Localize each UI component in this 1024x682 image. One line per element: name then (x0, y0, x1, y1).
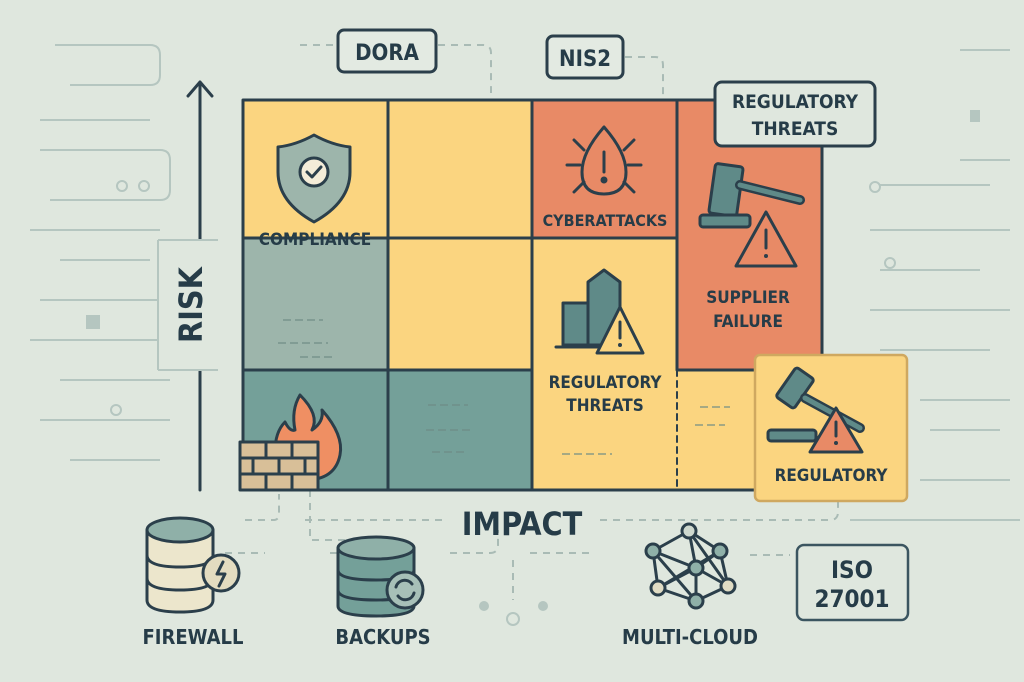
gavel-icon (698, 162, 805, 229)
iso-27001-tag: ISO 27001 (795, 543, 910, 622)
risk-axis-label: RISK (172, 265, 210, 343)
regulatory-threats-top-line2: THREATS (752, 118, 839, 140)
shield-check-icon (276, 133, 352, 224)
firewall-database-icon (145, 516, 241, 614)
supplier-failure-line2: FAILURE (713, 312, 783, 332)
backups-database-icon (336, 535, 425, 618)
cell-r3c2 (388, 370, 532, 490)
impact-axis-label: IMPACT (462, 505, 583, 543)
building-alert-icon (554, 268, 645, 355)
nis2-label: NIS2 (559, 47, 611, 72)
dora-tag: DORA (336, 28, 438, 74)
dora-label: DORA (355, 41, 420, 66)
multicloud-label: MULTI-CLOUD (622, 625, 758, 649)
risk-matrix: COMPLIANCE CYBERATTACKS SUPPLIER FAILURE (238, 98, 824, 492)
iso-line2: 27001 (814, 585, 889, 613)
iso-line1: ISO (831, 556, 873, 584)
network-icon (644, 522, 737, 610)
regulatory-threats-mid-line1: REGULATORY (549, 373, 663, 393)
cell-r2c1 (243, 238, 388, 370)
backups-label: BACKUPS (335, 625, 430, 649)
compliance-label: COMPLIANCE (259, 230, 371, 250)
regulatory-threats-mid-line2: THREATS (566, 396, 643, 416)
nis2-tag: NIS2 (545, 34, 625, 80)
cyberattacks-label: CYBERATTACKS (543, 211, 668, 230)
risk-axis: RISK (157, 80, 220, 492)
supplier-failure-line1: SUPPLIER (706, 288, 790, 308)
firewall-label: FIREWALL (143, 625, 244, 649)
bug-alert-icon (565, 125, 643, 196)
regulatory-threats-top-line1: REGULATORY (732, 91, 859, 113)
regulatory-threats-card: REGULATORY THREATS (713, 80, 877, 148)
regulatory-label: REGULATORY (775, 466, 889, 486)
brick-wall-icon (238, 440, 320, 492)
background-decoration (30, 44, 1020, 626)
warning-icon (734, 210, 798, 268)
regulatory-card: REGULATORY (753, 353, 909, 503)
cell-r1c2 (388, 100, 532, 370)
